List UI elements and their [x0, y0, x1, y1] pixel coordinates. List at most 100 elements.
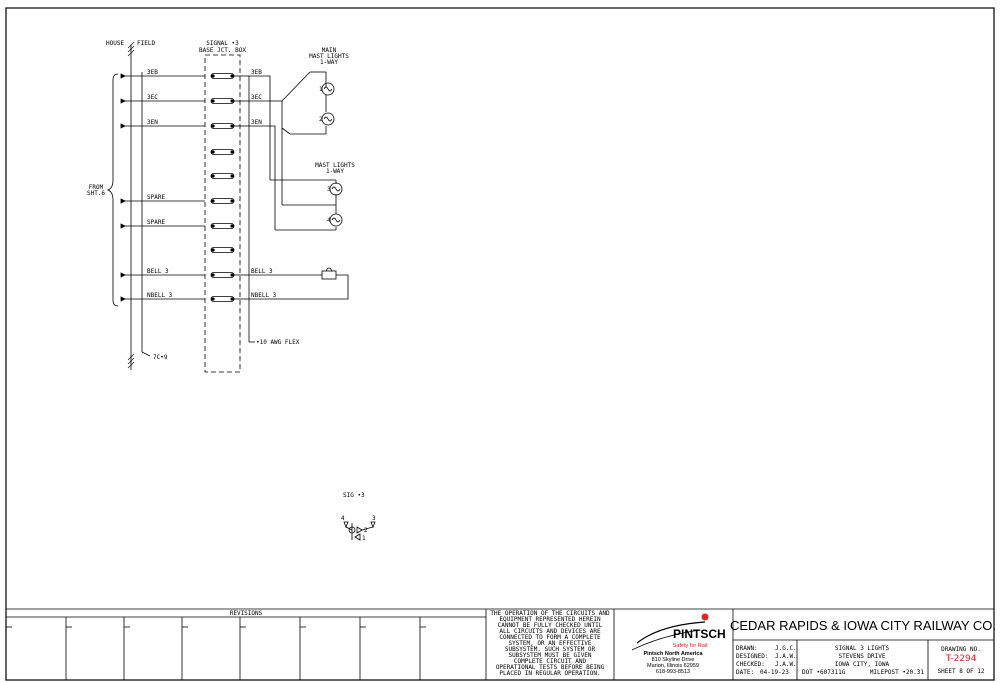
lamp-number: 3: [327, 186, 331, 193]
terminal-row: [120, 123, 249, 129]
divider-hatch-top: [127, 41, 135, 57]
logo-name: PINTSCH: [673, 627, 726, 641]
terminal-right-label: BELL 3: [251, 268, 273, 275]
desc-line-2: STEVENS DRIVE: [839, 653, 886, 660]
nbell-wire: [249, 274, 349, 300]
terminal-row: [120, 73, 249, 79]
wire-3ec: [249, 100, 283, 205]
terminal-left-label: BELL 3: [147, 268, 169, 275]
company-line: 810 Skyline Drive: [652, 657, 695, 663]
warning-line: OPERATIONAL TESTS BEFORE BEING: [496, 664, 605, 671]
drawn-label: DRAWN:: [736, 645, 758, 652]
from-label-1: FROM: [89, 184, 104, 191]
divider-hatch-bottom: [127, 353, 135, 369]
mast-lamps: 1 2 3 4: [319, 82, 343, 227]
date-value: 04-19-23: [760, 669, 789, 676]
box-title-1: SIGNAL •3: [206, 40, 239, 47]
railway-name: CEDAR RAPIDS & IOWA CITY RAILWAY CO.: [730, 618, 996, 633]
warning-line: THE OPERATION OF THE CIRCUITS AND: [490, 610, 610, 617]
warning-line: PLACED IN REGULAR OPERATION.: [499, 670, 600, 677]
warning-line: CANNOT BE FULLY CHECKED UNTIL: [498, 622, 603, 629]
terminal-left-label: 3EC: [147, 94, 158, 101]
lamp-number: 2: [319, 116, 323, 123]
wire-3eb: [249, 75, 271, 180]
wire-label: •10 AWG FLEX: [256, 339, 300, 346]
sig-num-4: 4: [341, 515, 345, 522]
from-brace: [106, 73, 119, 307]
warning-line: COMPLETE CIRCUIT AND: [514, 658, 587, 665]
company-line: 618-993-8513: [656, 669, 690, 675]
designed-label: DESIGNED:: [736, 653, 769, 660]
lamp-number: 1: [319, 86, 323, 93]
drawing-no-label: DRAWING NO.: [941, 646, 981, 653]
wire-3en: [249, 125, 276, 230]
main-mast-label-3: 1-WAY: [320, 59, 338, 66]
terminal-left-label: SPARE: [147, 194, 165, 201]
terminal-row: [210, 247, 235, 253]
terminal-row: [120, 223, 235, 229]
field-label: FIELD: [137, 40, 155, 47]
sig-num-3: 3: [372, 515, 376, 522]
title-block: [5, 608, 994, 680]
milepost: MILEPOST •20.31: [870, 669, 925, 676]
house-label: HOUSE: [106, 40, 124, 47]
warning-text: THE OPERATION OF THE CIRCUITS ANDEQUIPME…: [490, 610, 610, 677]
dot-number: DOT •607311G: [802, 669, 846, 676]
mast-2-label-2: 1-WAY: [326, 168, 344, 175]
revisions-label: REVISIONS: [230, 610, 263, 617]
terminal-link: [210, 198, 235, 204]
terminal-left-label: 3EN: [147, 119, 158, 126]
warning-line: SUBSYSTEM MUST BE GIVEN: [508, 652, 591, 659]
terminal-left-label: NBELL 3: [147, 292, 173, 299]
drawing-no: T-2294: [945, 654, 977, 664]
lamp-icon: [321, 82, 335, 96]
box-title-2: BASE JCT. BOX: [199, 47, 246, 54]
warning-line: ALL CIRCUITS AND DEVICES ARE: [499, 628, 601, 635]
terminal-link: [210, 149, 235, 155]
lamp-number: 4: [327, 217, 331, 224]
warning-line: SUBSYSTEM. SUCH SYSTEM OR: [505, 646, 596, 653]
desc-line-1: SIGNAL 3 LIGHTS: [835, 645, 890, 652]
from-label-2: SHT.6: [87, 190, 105, 197]
warning-line: EQUIPMENT REPRESENTED HEREIN: [499, 616, 601, 623]
warning-line: CONNECTED TO FORM A COMPLETE: [499, 634, 601, 641]
drawn-value: J.G.C.: [775, 645, 797, 652]
bell-device: [321, 270, 337, 280]
mast-common-upper: [281, 71, 311, 102]
terminal-row: [120, 98, 249, 104]
junction-box: [204, 54, 241, 373]
terminal-right-label: NBELL 3: [251, 292, 277, 299]
terminal-row: [210, 149, 235, 155]
company-line: Marion, Illinois 62959: [647, 663, 699, 669]
terminal-row: [120, 296, 249, 302]
terminal-row: [210, 173, 235, 179]
lamp-icon: [329, 213, 343, 227]
main-mast-label-2: MAST LIGHTS: [309, 53, 349, 60]
terminal-row: [120, 272, 249, 278]
terminal-right-label: 3EN: [251, 119, 262, 126]
desc-line-3: IOWA CITY, IOWA: [835, 661, 890, 668]
terminal-link: [210, 223, 235, 229]
terminal-row: [120, 198, 235, 204]
terminal-link: [210, 247, 235, 253]
designed-value: J.A.W.: [775, 653, 797, 660]
date-label: DATE:: [736, 669, 754, 676]
company-line: Pintsch North America: [643, 651, 703, 657]
sig-num-1: 1: [362, 535, 366, 542]
pintsch-logo: [631, 613, 709, 651]
lamp-icon: [329, 182, 343, 196]
sheet-label: SHEET 8 OF 12: [938, 668, 985, 675]
sig-label: SIG •3: [343, 492, 365, 499]
mast-2-label-1: MAST LIGHTS: [315, 162, 355, 169]
lamp-icon: [321, 112, 335, 126]
terminal-left-label: SPARE: [147, 219, 165, 226]
terminal-left-label: 3EB: [147, 69, 158, 76]
terminal-link: [210, 173, 235, 179]
checked-value: J.A.W.: [775, 661, 797, 668]
cable-label: 7C•9: [153, 354, 168, 361]
sheet-border: [5, 7, 995, 681]
terminal-right-label: 3EB: [251, 69, 262, 76]
